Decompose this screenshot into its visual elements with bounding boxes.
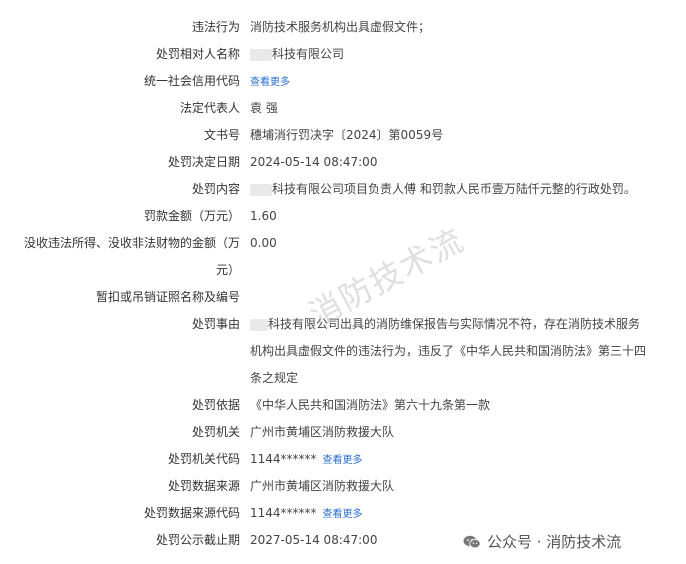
wechat-account-credit: 公众号 · 消防技术流 xyxy=(463,530,621,554)
view-more-link[interactable]: 查看更多 xyxy=(322,509,363,520)
field-label: 处罚公示截止期 xyxy=(155,533,240,547)
field-value: 机构出具虚假文件的违法行为，违反了《中华人民共和国消防法》第三十四 xyxy=(250,344,647,358)
field-value: 广州市黄埔区消防救援大队 xyxy=(250,425,395,439)
field-label: 暂扣或吊销证照名称及编号 xyxy=(95,290,240,304)
field-value: 穗埔消行罚决字〔2024〕第0059号 xyxy=(250,128,444,142)
field-label: 统一社会信用代码 xyxy=(143,74,240,88)
view-more-link[interactable]: 查看更多 xyxy=(322,455,363,466)
field-label: 文书号 xyxy=(203,128,240,142)
field-label: 处罚决定日期 xyxy=(167,155,240,169)
field-label: 没收违法所得、没收非法财物的金额（万 xyxy=(23,236,240,250)
field-value: 2024-05-14 08:47:00 xyxy=(250,155,378,169)
field-label: 处罚内容 xyxy=(191,182,240,196)
field-label: 处罚数据来源 xyxy=(167,479,240,493)
view-more-link[interactable]: 查看更多 xyxy=(250,77,290,88)
field-label: 处罚依据 xyxy=(191,398,240,412)
wechat-icon xyxy=(463,535,481,549)
field-value: 1.60 xyxy=(250,209,277,223)
field-label: 处罚机关代码 xyxy=(167,452,240,466)
field-value: 科技有限公司项目负责人傅 和罚款人民币壹万陆仟元整的行政处罚。 xyxy=(272,182,636,196)
field-value: 条之规定 xyxy=(250,371,299,385)
field-value: 1144****** xyxy=(250,452,317,466)
field-label: 罚款金额（万元） xyxy=(143,209,240,223)
field-value: 1144****** xyxy=(250,506,317,520)
field-value: 科技有限公司 xyxy=(272,47,345,61)
field-value: 0.00 xyxy=(250,236,277,250)
redaction-mask xyxy=(250,183,272,196)
field-label: 元） xyxy=(215,263,240,277)
field-label: 违法行为 xyxy=(191,20,240,34)
redaction-mask xyxy=(250,48,272,61)
wechat-account-name: 公众号 · 消防技术流 xyxy=(487,533,622,551)
field-value: 2027-05-14 08:47:00 xyxy=(250,533,378,547)
redaction-mask xyxy=(250,318,268,331)
field-value: 袁 强 xyxy=(250,101,278,115)
field-value: 广州市黄埔区消防救援大队 xyxy=(250,479,395,493)
field-label: 处罚机关 xyxy=(191,425,240,439)
field-label: 处罚相对人名称 xyxy=(155,47,240,61)
field-label: 法定代表人 xyxy=(179,101,240,115)
field-label: 处罚数据来源代码 xyxy=(143,506,240,520)
field-value: 科技有限公司出具的消防维保报告与实际情况不符，存在消防技术服务 xyxy=(268,317,641,331)
field-value: 《中华人民共和国消防法》第六十九条第一款 xyxy=(250,398,491,412)
field-label: 处罚事由 xyxy=(191,317,240,331)
field-value: 消防技术服务机构出具虚假文件； xyxy=(250,20,431,34)
